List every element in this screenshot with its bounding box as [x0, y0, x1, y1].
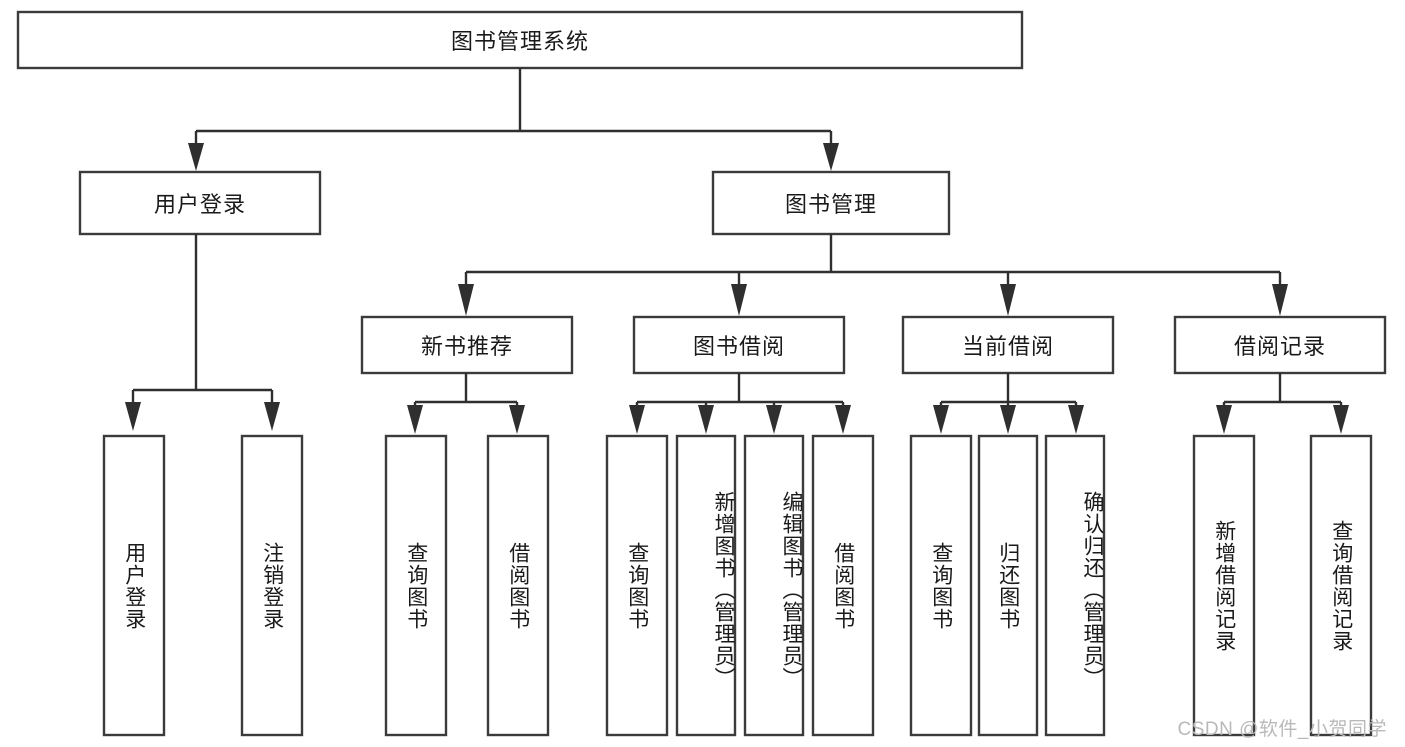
- node-current-borrow-box[interactable]: [901, 315, 1115, 375]
- arrow-head-leaf-query-book-3: [933, 405, 949, 434]
- node-user-login-box[interactable]: [78, 170, 322, 236]
- node-book-management-box[interactable]: [711, 170, 951, 236]
- arrow-head-leaf-edit-book: [766, 405, 782, 434]
- arrow-head-borrow-record: [1272, 284, 1288, 316]
- arrow-head-book-borrow: [731, 284, 747, 316]
- node-leaf-add-record-box[interactable]: [1192, 434, 1256, 737]
- node-book-borrow-box[interactable]: [632, 315, 846, 375]
- node-leaf-query-book-1-box[interactable]: [384, 434, 448, 737]
- arrow-head-leaf-query-record: [1333, 405, 1349, 434]
- arrow-head-user-login: [188, 143, 204, 171]
- node-leaf-confirm-return-box[interactable]: [1044, 434, 1106, 737]
- node-leaf-logout-login-box[interactable]: [240, 434, 304, 737]
- node-leaf-user-login-box[interactable]: [102, 434, 166, 737]
- node-leaf-return-book-box[interactable]: [977, 434, 1039, 737]
- arrow-head-leaf-add-record: [1216, 405, 1232, 434]
- node-leaf-edit-book-box[interactable]: [743, 434, 805, 737]
- watermark-text: CSDN @软件_小贺同学: [1177, 719, 1387, 740]
- node-leaf-query-book-3-box[interactable]: [909, 434, 973, 737]
- arrow-head-leaf-logout-login: [264, 402, 280, 431]
- arrow-head-leaf-query-book-2: [629, 405, 645, 434]
- node-root-box[interactable]: [16, 10, 1024, 70]
- arrow-head-current-borrow: [1000, 284, 1016, 316]
- node-new-book-recommend-box[interactable]: [360, 315, 574, 375]
- arrow-head-leaf-user-login: [125, 402, 141, 431]
- node-leaf-query-record-box[interactable]: [1309, 434, 1373, 737]
- arrow-head-leaf-borrow-book-1: [509, 405, 525, 434]
- arrow-head-leaf-return-book: [1000, 405, 1016, 434]
- arrow-head-new-book-recommend: [458, 284, 474, 316]
- arrow-head-leaf-borrow-book-2: [835, 405, 851, 434]
- node-borrow-record-box[interactable]: [1173, 315, 1387, 375]
- arrow-head-leaf-query-book-1: [407, 405, 423, 434]
- arrow-head-leaf-add-book: [698, 405, 714, 434]
- node-leaf-query-book-2-box[interactable]: [605, 434, 669, 737]
- arrow-head-book-management: [823, 143, 839, 171]
- node-leaf-add-book-box[interactable]: [675, 434, 737, 737]
- node-leaf-borrow-book-2-box[interactable]: [811, 434, 875, 737]
- node-leaf-borrow-book-1-box[interactable]: [486, 434, 550, 737]
- arrow-head-leaf-confirm-return: [1068, 405, 1084, 434]
